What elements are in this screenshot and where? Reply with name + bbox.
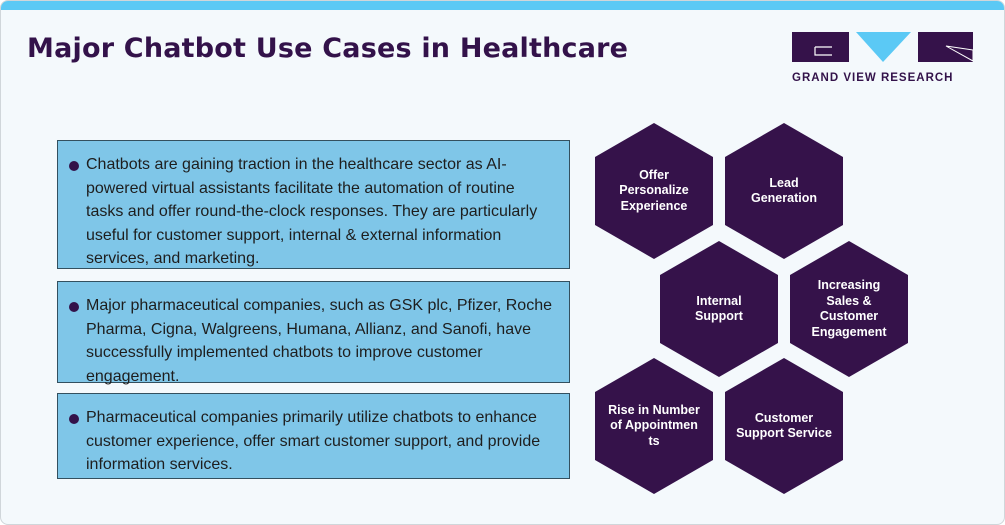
use-case-label: Rise in Number of Appointmen ts [608, 402, 700, 448]
bullet-box-3: Pharmaceutical companies primarily utili… [57, 393, 570, 479]
hexagon-use-case: Customer Support Service [725, 358, 843, 494]
hexagon-use-case: Rise in Number of Appointmen ts [595, 358, 713, 494]
bullet-box-1: Chatbots are gaining traction in the hea… [57, 140, 570, 269]
bullet-text: Chatbots are gaining traction in the hea… [86, 156, 538, 267]
hexagon-use-case: Internal Support [660, 241, 778, 377]
use-case-label: Increasing Sales & Customer Engagement [811, 278, 887, 339]
bullet-text: Major pharmaceutical companies, such as … [86, 297, 552, 385]
use-case-label: Customer Support Service [736, 410, 832, 441]
bullet-text: Pharmaceutical companies primarily utili… [86, 409, 541, 473]
hexagon-use-case: Increasing Sales & Customer Engagement [790, 241, 908, 377]
use-case-label: Internal Support [695, 293, 743, 324]
page-title: Major Chatbot Use Cases in Healthcare [27, 33, 629, 64]
grand-view-research-logo: GRAND VIEW RESEARCH [792, 32, 974, 86]
bullet-box-2: Major pharmaceutical companies, such as … [57, 281, 570, 385]
gvr-logo-icon [792, 32, 974, 62]
bullet-icon [69, 414, 79, 424]
hexagon-use-case: Lead Generation [725, 123, 843, 259]
logo-text: GRAND VIEW RESEARCH [792, 72, 954, 84]
use-case-label: Lead Generation [751, 175, 817, 206]
bullet-icon [69, 161, 79, 171]
accent-bar [1, 1, 1004, 10]
use-case-label: Offer Personalize Experience [619, 167, 689, 213]
hexagon-use-case: Offer Personalize Experience [595, 123, 713, 259]
bullet-icon [69, 302, 79, 312]
